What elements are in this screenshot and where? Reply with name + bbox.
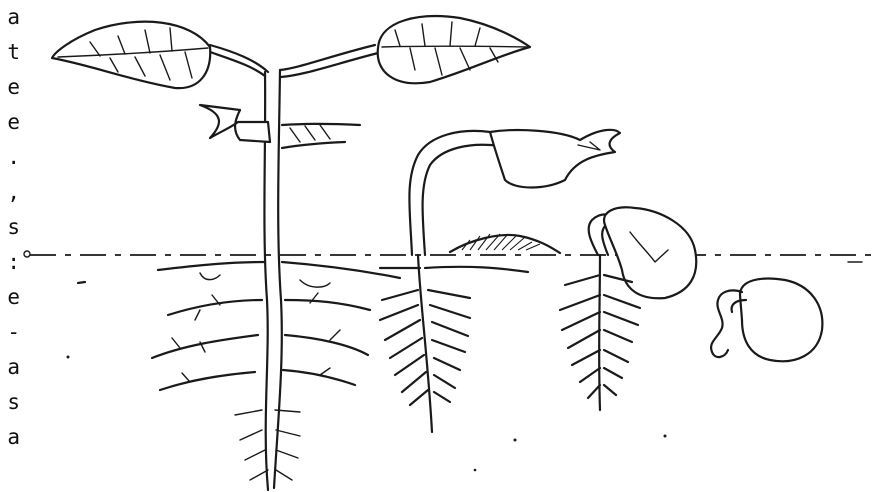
seed-stage-1	[740, 279, 822, 362]
seed-stage-2	[604, 207, 696, 298]
right-leaf	[378, 16, 530, 83]
seedling-stage-1	[711, 279, 822, 362]
seedling-stage-4	[52, 16, 530, 490]
seedling-stage-3	[380, 130, 620, 432]
soil-specks	[67, 282, 667, 471]
seedling-stage-2	[560, 207, 696, 410]
cotyledon-flap	[200, 105, 270, 142]
soil-surface-line	[24, 251, 880, 262]
seed-coat-hook	[490, 130, 620, 188]
